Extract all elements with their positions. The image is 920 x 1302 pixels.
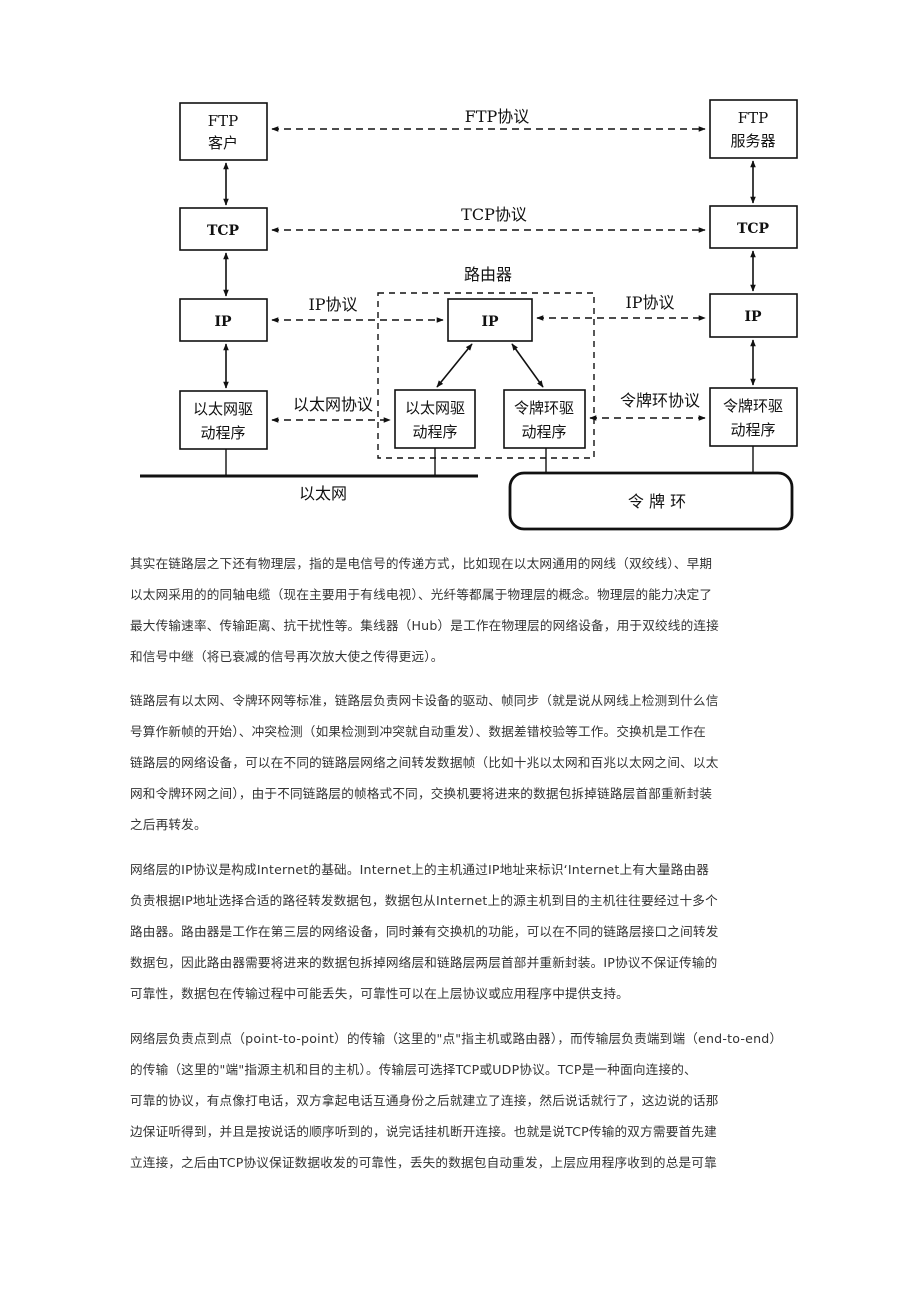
paragraph-transport-layer: 网络层负责点到点（point-to-point）的传输（这里的"点"指主机或路由… xyxy=(130,1023,790,1178)
server-driver-label-1: 令牌环驱 xyxy=(723,397,783,415)
paragraph-line: 链路层的网络设备，可以在不同的链路层网络之间转发数据帧（比如十兆以太网和百兆以太… xyxy=(130,755,719,770)
paragraph-line: 立连接，之后由TCP协议保证数据收发的可靠性，丢失的数据包自动重发，上层应用程序… xyxy=(130,1155,717,1170)
client-ftp-label-1: FTP xyxy=(208,112,239,130)
paragraph-network-layer: 网络层的IP协议是构成Internet的基础。Internet上的主机通过IP地… xyxy=(130,854,790,1009)
client-driver-label-1: 以太网驱 xyxy=(193,400,253,418)
ethernet-network-label: 以太网 xyxy=(299,484,347,503)
paragraph-line: 可靠的协议，有点像打电话，双方拿起电话互通身份之后就建立了连接，然后说话就行了，… xyxy=(130,1093,719,1108)
server-ftp-label-2: 服务器 xyxy=(730,132,775,150)
router-token-ring-driver-box: 令牌环驱 动程序 xyxy=(503,389,586,449)
paragraph-line: 边保证听得到，并且是按说话的顺序听到的，说完话挂机断开连接。也就是说TCP传输的… xyxy=(130,1124,717,1139)
server-driver-label-2: 动程序 xyxy=(730,421,775,439)
paragraph-line: 链路层有以太网、令牌环网等标准，链路层负责网卡设备的驱动、帧同步（就是说从网线上… xyxy=(130,693,719,708)
tcp-protocol-label: TCP协议 xyxy=(461,205,527,224)
server-tcp-label: TCP xyxy=(737,221,770,237)
router-ip-eth-arrow xyxy=(436,343,473,388)
paragraph-line: 的传输（这里的"端"指源主机和目的主机）。传输层可选择TCP或UDP协议。TCP… xyxy=(130,1062,697,1077)
router-tr-label-1: 令牌环驱 xyxy=(514,399,574,417)
ip-protocol-left-label: IP协议 xyxy=(308,295,357,314)
paragraph-line: 最大传输速率、传输距离、抗干扰性等。集线器（Hub）是工作在物理层的网络设备，用… xyxy=(130,618,719,633)
token-ring-network-label: 令 牌 环 xyxy=(628,492,686,511)
router-title: 路由器 xyxy=(464,265,512,284)
client-tcp-box: TCP xyxy=(179,207,268,251)
paragraph-line: 以太网采用的的同轴电缆（现在主要用于有线电视）、光纤等都属于物理层的概念。物理层… xyxy=(130,587,713,602)
ftp-protocol-label: FTP协议 xyxy=(465,107,530,126)
paragraph-line: 路由器。路由器是工作在第三层的网络设备，同时兼有交换机的功能，可以在不同的链路层… xyxy=(130,924,719,939)
paragraph-line: 可靠性，数据包在传输过程中可能丢失，可靠性可以在上层协议或应用程序中提供支持。 xyxy=(130,986,629,1001)
router-eth-label-1: 以太网驱 xyxy=(405,399,465,417)
paragraph-physical-layer: 其实在链路层之下还有物理层，指的是电信号的传递方式，比如现在以太网通用的网线（双… xyxy=(130,548,790,672)
router-boundary xyxy=(377,292,595,459)
server-ip-box: IP xyxy=(709,293,798,338)
client-tcp-label: TCP xyxy=(207,223,240,239)
server-ftp-box: FTP 服务器 xyxy=(709,99,798,159)
router-ip-label: IP xyxy=(481,314,499,330)
router-ethernet-driver-box: 以太网驱 动程序 xyxy=(394,389,476,449)
paragraph-line: 网络层的IP协议是构成Internet的基础。Internet上的主机通过IP地… xyxy=(130,862,710,877)
client-ftp-box: FTP 客户 xyxy=(179,102,268,161)
client-driver-label-2: 动程序 xyxy=(200,424,245,442)
ip-protocol-right-label: IP协议 xyxy=(625,293,674,312)
token-ring-network xyxy=(508,471,794,531)
router-tr-label-2: 动程序 xyxy=(521,423,566,441)
server-tcp-box: TCP xyxy=(709,205,798,249)
paragraph-line: 之后再转发。 xyxy=(130,817,207,832)
server-ftp-label-1: FTP xyxy=(738,109,769,127)
paragraph-line: 数据包，因此路由器需要将进来的数据包拆掉网络层和链路层两层首部并重新封装。IP协… xyxy=(130,955,718,970)
client-ip-box: IP xyxy=(179,298,268,342)
client-ethernet-driver-box: 以太网驱 动程序 xyxy=(179,390,268,450)
protocol-stack-diagram: FTP 客户 TCP IP 以太网驱 动程序 FTP 服务器 TCP IP 令牌… xyxy=(140,99,798,531)
router-ip-tr-arrow xyxy=(511,343,544,388)
ethernet-protocol-label: 以太网协议 xyxy=(293,395,373,414)
paragraph-line: 负责根据IP地址选择合适的路径转发数据包，数据包从Internet上的源主机到目… xyxy=(130,893,718,908)
server-ip-label: IP xyxy=(744,309,762,325)
router-eth-label-2: 动程序 xyxy=(412,423,457,441)
paragraph-link-layer: 链路层有以太网、令牌环网等标准，链路层负责网卡设备的驱动、帧同步（就是说从网线上… xyxy=(130,685,790,840)
paragraph-line: 其实在链路层之下还有物理层，指的是电信号的传递方式，比如现在以太网通用的网线（双… xyxy=(130,556,713,571)
paragraph-line: 网络层负责点到点（point-to-point）的传输（这里的"点"指主机或路由… xyxy=(130,1031,783,1046)
paragraph-line: 网和令牌环网之间），由于不同链路层的帧格式不同，交换机要将进来的数据包拆掉链路层… xyxy=(130,786,713,801)
router-ip-box: IP xyxy=(447,298,533,342)
paragraph-line: 和信号中继（将已衰减的信号再次放大使之传得更远）。 xyxy=(130,649,444,664)
client-ip-label: IP xyxy=(214,314,232,330)
paragraph-line: 号算作新帧的开始）、冲突检测（如果检测到冲突就自动重发）、数据差错校验等工作。交… xyxy=(130,724,706,739)
token-ring-protocol-label: 令牌环协议 xyxy=(620,391,700,410)
server-token-ring-driver-box: 令牌环驱 动程序 xyxy=(709,387,798,447)
client-ftp-label-2: 客户 xyxy=(208,134,238,152)
